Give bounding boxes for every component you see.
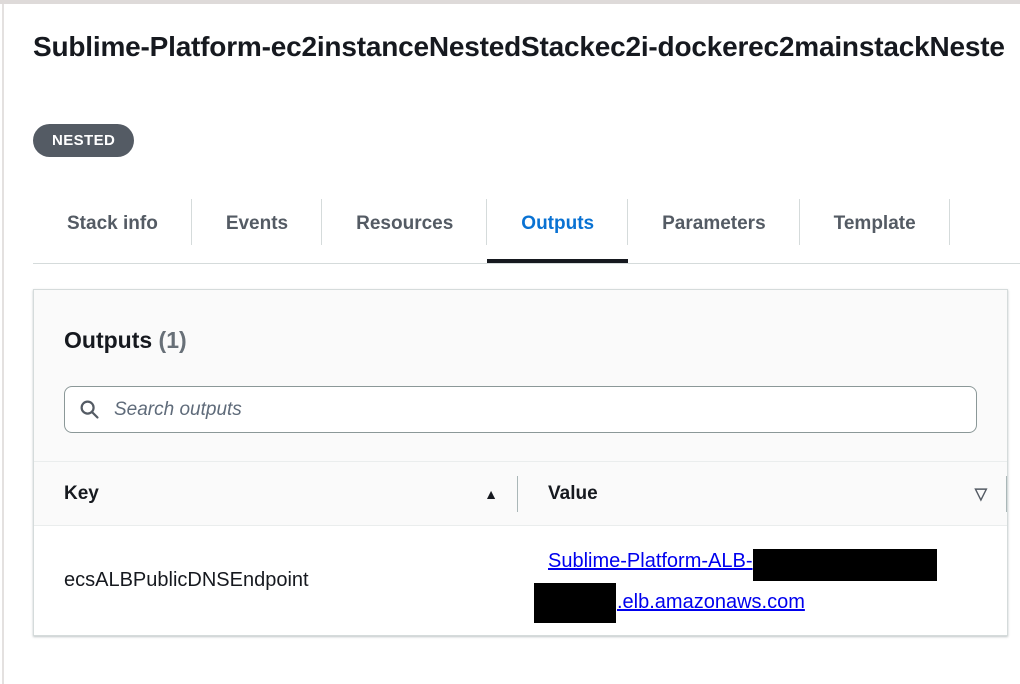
- tab-outputs[interactable]: Outputs: [487, 199, 628, 263]
- outputs-table-header: Key ▲ Value ▽: [34, 462, 1007, 526]
- alb-dns-link-part1[interactable]: Sublime-Platform-ALB-: [548, 549, 753, 572]
- tab-resources[interactable]: Resources: [322, 199, 488, 263]
- output-key-cell: ecsALBPublicDNSEndpoint: [64, 569, 309, 591]
- outputs-heading: Outputs (1): [64, 326, 977, 354]
- outputs-panel: Outputs (1) Key ▲ Value ▽ ecsALBP: [33, 289, 1008, 636]
- magnifier-icon: [80, 400, 99, 419]
- outputs-panel-header: Outputs (1): [34, 290, 1007, 462]
- search-outputs-box[interactable]: [64, 386, 977, 433]
- window-left-edge: [2, 4, 4, 684]
- column-header-key[interactable]: Key ▲: [34, 462, 518, 525]
- redaction-box-2: [534, 583, 616, 623]
- sort-ascending-icon[interactable]: ▲: [484, 485, 498, 502]
- outputs-heading-label: Outputs: [64, 327, 153, 353]
- output-value-cell: Sublime-Platform-ALB- .elb.amazonaws.com: [518, 526, 1007, 635]
- output-row: ecsALBPublicDNSEndpoint Sublime-Platform…: [34, 526, 1007, 635]
- tab-events[interactable]: Events: [192, 199, 323, 263]
- window-top-edge: [0, 0, 1020, 4]
- outputs-count: (1): [158, 327, 187, 353]
- value-link-line-1: Sublime-Platform-ALB-: [548, 541, 987, 581]
- page-title: Sublime-Platform-ec2instanceNestedStacke…: [33, 31, 1005, 62]
- nested-badge: NESTED: [33, 124, 135, 157]
- stack-detail-page: Sublime-Platform-ec2instanceNestedStacke…: [33, 4, 1020, 636]
- key-header-label: Key: [64, 482, 99, 504]
- alb-dns-link-part2[interactable]: .elb.amazonaws.com: [617, 590, 805, 613]
- redaction-box-1: [752, 549, 937, 581]
- sort-none-icon[interactable]: ▽: [974, 485, 987, 503]
- tab-template[interactable]: Template: [800, 199, 950, 263]
- value-header-label: Value: [548, 482, 598, 504]
- search-outputs-input[interactable]: [112, 397, 962, 422]
- value-link-line-2: .elb.amazonaws.com: [534, 581, 987, 623]
- tab-stack-info[interactable]: Stack info: [33, 199, 192, 263]
- tab-parameters[interactable]: Parameters: [628, 199, 800, 263]
- column-header-value[interactable]: Value ▽: [518, 462, 1007, 525]
- stack-tabs: Stack info Events Resources Outputs Para…: [33, 199, 1020, 264]
